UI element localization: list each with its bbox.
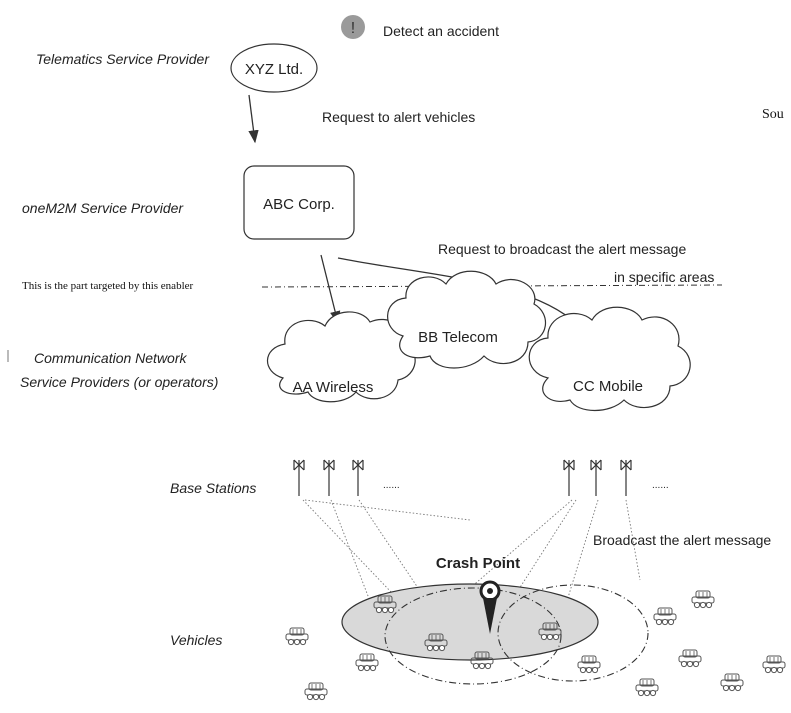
crash-pin-tail bbox=[483, 598, 497, 634]
role-network-line2: Service Providers (or operators) bbox=[20, 374, 218, 390]
ellipsis-left: ...... bbox=[383, 480, 400, 491]
alert-icon bbox=[341, 15, 365, 39]
vehicle-icon bbox=[678, 649, 702, 668]
crash-zone bbox=[341, 583, 599, 661]
tower-icon bbox=[563, 459, 575, 497]
aa-label: AA Wireless bbox=[293, 379, 374, 396]
broadcast-request-line2: in specific areas bbox=[614, 269, 714, 285]
role-vehicles: Vehicles bbox=[170, 632, 222, 648]
abc-label: ABC Corp. bbox=[263, 196, 335, 213]
role-base-stations: Base Stations bbox=[170, 480, 256, 496]
broadcast-alert-label: Broadcast the alert message bbox=[593, 532, 771, 548]
arrow-to-aa bbox=[320, 254, 341, 325]
vehicle-icon bbox=[304, 682, 328, 701]
cc-cloud bbox=[528, 306, 691, 411]
vehicle-icon bbox=[577, 655, 601, 674]
abc-node bbox=[243, 165, 355, 240]
bb-cloud bbox=[387, 270, 547, 369]
detect-label: Detect an accident bbox=[383, 23, 499, 39]
tower-icon bbox=[590, 459, 602, 497]
ellipsis-right: ...... bbox=[652, 480, 669, 491]
role-onem2m: oneM2M Service Provider bbox=[22, 200, 184, 216]
arrow-request-alert bbox=[248, 94, 259, 144]
vehicle-icon bbox=[355, 653, 379, 672]
bb-label: BB Telecom bbox=[418, 329, 498, 346]
vehicle-icon bbox=[762, 655, 786, 674]
tower-icon bbox=[293, 459, 305, 497]
vehicle-icon bbox=[691, 590, 715, 609]
tower-icon bbox=[323, 459, 335, 497]
role-telematics: Telematics Service Provider bbox=[36, 51, 210, 67]
vehicle-icon bbox=[653, 607, 677, 626]
xyz-node bbox=[230, 43, 318, 93]
divider-label: This is the part targeted by this enable… bbox=[22, 280, 194, 292]
request-alert-label: Request to alert vehicles bbox=[322, 109, 475, 125]
vehicle-icon bbox=[635, 678, 659, 697]
tower-icon bbox=[352, 459, 364, 497]
coverage-lines bbox=[302, 499, 641, 641]
alert-icon-glyph: ! bbox=[351, 20, 355, 37]
cc-label: CC Mobile bbox=[573, 378, 643, 395]
role-network-line1: Communication Network bbox=[34, 350, 187, 366]
xyz-label: XYZ Ltd. bbox=[245, 61, 303, 78]
crash-point-label: Crash Point bbox=[436, 555, 520, 572]
crash-pin-center bbox=[487, 588, 493, 594]
vehicle-icon bbox=[720, 673, 744, 692]
tower-icon bbox=[620, 459, 632, 497]
coverage-area-left bbox=[384, 587, 562, 685]
coverage-area-right bbox=[497, 584, 649, 682]
broadcast-request-line1: Request to broadcast the alert message bbox=[438, 241, 686, 257]
vehicle-icon bbox=[285, 627, 309, 646]
sou-label: Sou bbox=[762, 107, 784, 122]
